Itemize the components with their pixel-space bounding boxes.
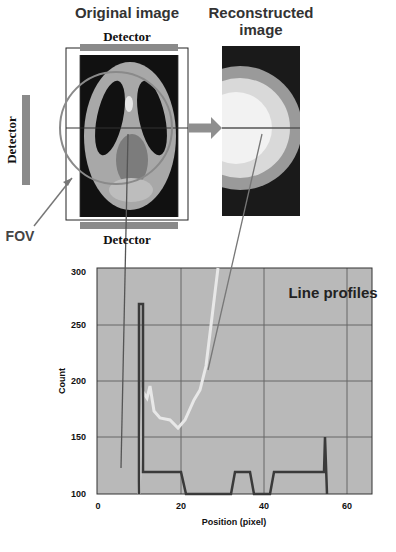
axis-title: Position (pixel) [202,517,267,527]
arrow-head [63,178,72,186]
profile-line [222,127,300,129]
x-tick: 40 [259,501,269,511]
y-tick: 100 [71,489,86,499]
phantom-body [84,62,176,210]
reconstructed-profile [139,268,218,494]
x-tick: 20 [176,501,186,511]
detector-bar [80,222,178,229]
profile-line [66,128,188,129]
phantom-background [80,55,178,217]
flow-arrow [188,117,222,139]
plot-frame [97,268,372,494]
leader-line [208,134,262,370]
plot-area [97,268,372,494]
axis-title: Count [57,368,67,394]
leader-line [34,178,72,226]
phantom-spot [125,96,133,112]
fov-circle [60,72,172,184]
panel-heading: Original image [60,4,194,21]
detector-label: Detector [4,116,20,164]
arrow-shaft [188,124,211,133]
grid-line [178,55,179,217]
grid-lines [97,268,372,494]
detector-label: Detector [103,232,151,248]
detector-label: Detector [103,29,151,45]
leader-line [121,134,128,468]
x-tick: 0 [95,501,100,511]
x-tick: 60 [342,501,352,511]
grid-line [80,55,81,217]
y-tick: 300 [71,267,86,277]
reconstructed-disc [222,66,300,190]
y-tick: 200 [71,376,86,386]
detector-bar [80,44,178,51]
y-tick: 250 [71,320,86,330]
chart-title: Line profiles [288,284,377,301]
image-panel: Reconstructed image [198,4,324,218]
y-tick: 150 [71,432,86,442]
panel-heading: Reconstructed image [198,4,324,39]
detector-bar [22,95,30,185]
arrow-head [211,117,222,139]
original-profile [139,304,327,494]
fov-label: FOV [6,228,35,244]
